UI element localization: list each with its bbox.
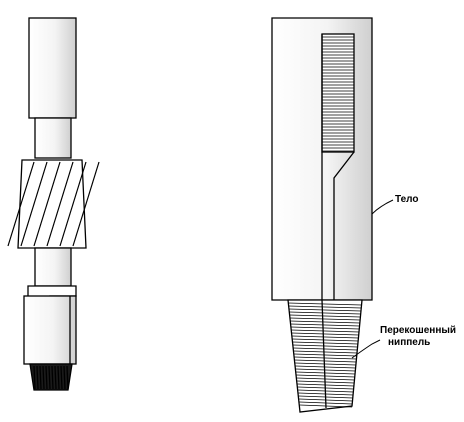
pin-thread-line [295,365,356,369]
pin-thread-groove [66,365,69,390]
pin-thread-line [294,356,357,360]
pin-thread-groove [42,365,45,390]
pin-thread-line [292,335,359,339]
pin-thread-groove [54,365,57,390]
leader-body [371,199,394,215]
pin-thread-line [295,362,357,366]
pin-thread-line [296,371,356,375]
pin-thread-line [289,308,362,312]
pin-bore [321,299,327,409]
pin-thread-line [293,347,358,351]
spiral-blade-edge [46,161,74,247]
leader-nipple [351,339,381,359]
pin-thread-line [292,338,359,342]
spiral-blade-body [17,159,87,249]
pin-thread-line [289,311,361,315]
pin-thread-left [29,363,73,391]
pin-thread-groove [39,365,42,390]
spiral-blade-edge [72,161,100,247]
pin-thread-line [290,320,361,324]
pin-thread-line [297,380,355,384]
pin-thread-groove [48,365,51,390]
lower-sub [23,295,77,365]
taper-line [333,151,355,300]
pin-thread-line [288,305,362,309]
pin-thread-groove [57,365,60,390]
crooked-sub [271,17,373,413]
pin-thread-line [296,377,355,381]
pin-thread-line [296,374,355,378]
stabilizer-tool [7,17,100,391]
pin-thread-line [295,368,356,372]
pin-thread-line [290,317,361,321]
label-crooked-nipple-line2: ниппель [388,337,431,348]
pin-thread-groove [45,365,48,390]
pin-thread-line [293,350,358,354]
pin-thread-groove [60,365,63,390]
pin-thread-line [288,302,362,306]
pin-thread-line [291,332,359,336]
spiral-blade-edge [20,161,48,247]
spiral-blade-edge [7,161,35,247]
pin-thread-line [292,341,359,345]
pin-thread-line [294,359,357,363]
pin-thread-groove [51,365,54,390]
label-crooked-nipple-line1: Перекошенный [380,325,457,336]
pin-thread-line [290,323,360,327]
upper-cylinder [28,17,77,119]
pin-thread-line [289,314,361,318]
pin-thread-line [293,344,358,348]
pin-thread-line [294,353,357,357]
pin-thread-line [291,326,360,330]
spiral-blade-edge [33,161,61,247]
lower-neck [34,247,72,287]
pin-thread-groove [63,365,66,390]
pin-thread-groove [33,365,36,390]
spiral-blade-edge [59,161,87,247]
pin-thread-groove [36,365,39,390]
box-bore [321,33,355,153]
upper-neck [34,117,72,159]
label-body: Тело [395,194,419,205]
pin-thread-line [291,329,360,333]
